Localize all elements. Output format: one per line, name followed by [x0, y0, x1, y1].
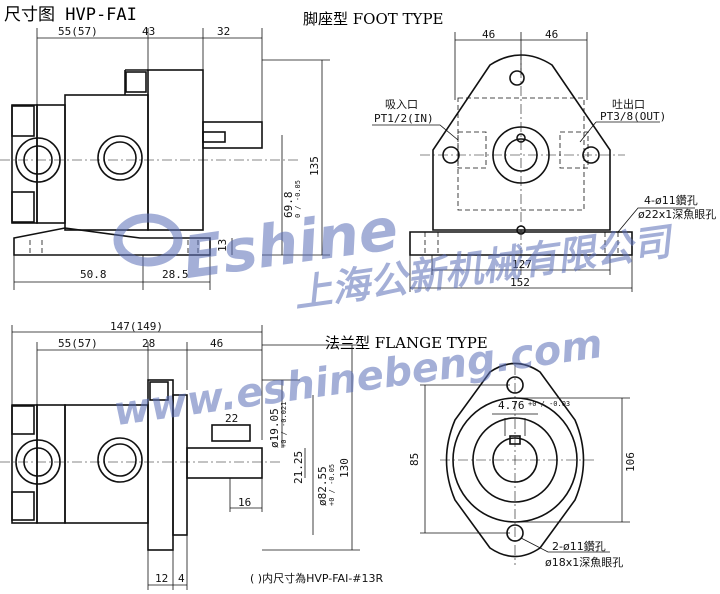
flange-dim-12: 12	[155, 572, 168, 585]
flange-dim-4: 4	[178, 572, 185, 585]
flange-key-width: 4.76	[498, 399, 525, 412]
foot-dim-152: 152	[510, 276, 530, 289]
inlet-port: PT1/2(IN)	[374, 112, 434, 125]
foot-hole-note: 4-ø11鑽孔	[644, 193, 698, 207]
flange-dim-147: 147(149)	[110, 320, 163, 333]
flange-shaft-dia: ø19.05	[268, 408, 281, 448]
flange-dim-55: 55(57)	[58, 337, 98, 350]
flange-dim-106: 106	[624, 452, 637, 472]
flange-spotface-note: ø18x1深魚眼孔	[545, 556, 623, 569]
flange-dim-130: 130	[338, 458, 351, 478]
watermark-logo-icon	[113, 213, 183, 267]
flange-key-tol: +0 / -0.03	[528, 400, 570, 408]
outlet-port: PT3/8(OUT)	[600, 110, 666, 123]
foot-dim-50-8: 50.8	[80, 268, 107, 281]
drawing-title: 尺寸图 HVP-FAI	[4, 5, 137, 25]
foot-spotface-note: ø22x1深魚眼孔	[638, 208, 716, 221]
inlet-label: 吸入口	[385, 98, 418, 111]
flange-dim-22: 22	[225, 412, 238, 425]
foot-dim-127: 127	[512, 258, 532, 271]
foot-dim-43: 43	[142, 25, 155, 38]
foot-side-view	[0, 28, 330, 290]
outlet-label: 吐出口	[612, 97, 645, 111]
flange-pilot-tol: +0 / -0.05	[328, 464, 336, 506]
foot-dim-13: 13	[216, 239, 229, 252]
flange-front-view	[420, 362, 630, 565]
flange-dim-28: 28	[142, 337, 155, 350]
foot-width-46-right: 46	[545, 28, 558, 41]
foot-width-46-left: 46	[482, 28, 495, 41]
foot-dim-28-5: 28.5	[162, 268, 189, 281]
foot-dim-55: 55(57)	[58, 25, 98, 38]
flange-dim-16: 16	[238, 496, 251, 509]
flange-pilot-dia: ø82.55	[316, 466, 329, 506]
flange-side-view	[0, 325, 360, 590]
foot-dim-32: 32	[217, 25, 230, 38]
foot-dim-135: 135	[308, 156, 321, 176]
watermark: Eshine 上海公新机械有限公司 www.eshinebeng.com	[111, 195, 678, 436]
foot-dim-69-8-tol: 0 / -0.05	[294, 180, 302, 218]
flange-dim-46: 46	[210, 337, 223, 350]
foot-front-view	[372, 32, 695, 292]
flange-hole-note: 2-ø11鑽孔	[552, 539, 606, 553]
flange-shaft-tol: +0 / -0.021	[280, 402, 288, 448]
flange-dim-85: 85	[408, 453, 421, 466]
flange-dim-21-25: 21.25	[292, 451, 305, 484]
flange-type-header: 法兰型 FLANGE TYPE	[325, 334, 488, 352]
foot-dim-69-8: 69.8	[282, 192, 295, 219]
foot-type-header: 脚座型 FOOT TYPE	[303, 10, 444, 28]
flange-footnote: ( )内尺寸為HVP-FAI-#13R	[250, 571, 384, 585]
